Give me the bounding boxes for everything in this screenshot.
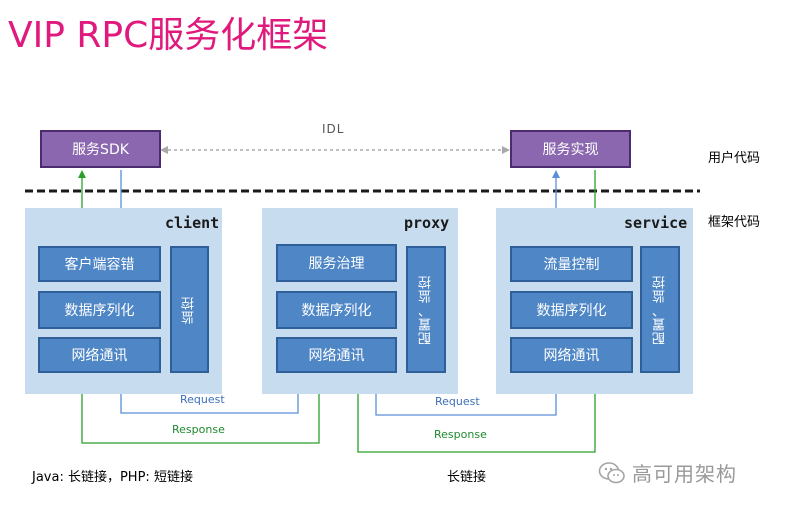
- client-label: client: [165, 214, 220, 232]
- proxy-governance-box: 服务治理: [276, 244, 397, 282]
- page-title: VIP RPC服务化框架: [8, 15, 329, 56]
- proxy-config-monitor-label: 配置、监控: [418, 274, 434, 345]
- framework-code-label: 框架代码: [708, 215, 761, 230]
- user-code-label: 用户代码: [708, 151, 761, 166]
- proxy-network-box: 网络通讯: [276, 337, 397, 373]
- bottom-left-note: Java: 长链接，PHP: 短链接: [32, 470, 193, 485]
- service-config-monitor-label: 配置、监控: [652, 274, 668, 345]
- bottom-center-note: 长链接: [447, 470, 487, 485]
- client-monitor-box: 监控: [170, 246, 209, 373]
- wechat-icon: [598, 461, 625, 483]
- response-service-proxy: [354, 372, 596, 453]
- response-label-right: Response: [434, 428, 487, 441]
- idl-label: IDL: [322, 122, 345, 136]
- service-config-monitor-box: 配置、监控: [640, 246, 680, 373]
- watermark-text: 高可用架构: [632, 462, 737, 486]
- request-label-right: Request: [435, 395, 480, 408]
- service-sdk-box: 服务SDK: [40, 130, 161, 168]
- client-fault-tolerance-box: 客户端容错: [38, 246, 161, 282]
- client-network-box: 网络通讯: [38, 337, 161, 373]
- proxy-config-monitor-box: 配置、监控: [406, 246, 446, 373]
- proxy-label: proxy: [404, 214, 450, 232]
- service-flow-control-box: 流量控制: [510, 246, 633, 282]
- request-label-left: Request: [180, 393, 225, 406]
- service-impl-box: 服务实现: [510, 130, 631, 168]
- service-serialization-box: 数据序列化: [510, 291, 633, 329]
- proxy-serialization-box: 数据序列化: [276, 291, 397, 329]
- service-label: service: [624, 214, 688, 232]
- service-network-box: 网络通讯: [510, 337, 633, 373]
- client-serialization-box: 数据序列化: [38, 291, 161, 329]
- watermark: 高可用架构: [598, 458, 737, 487]
- response-proxy-client: [78, 372, 320, 444]
- client-monitor-label: 监控: [182, 295, 197, 324]
- response-label-left: Response: [172, 423, 225, 436]
